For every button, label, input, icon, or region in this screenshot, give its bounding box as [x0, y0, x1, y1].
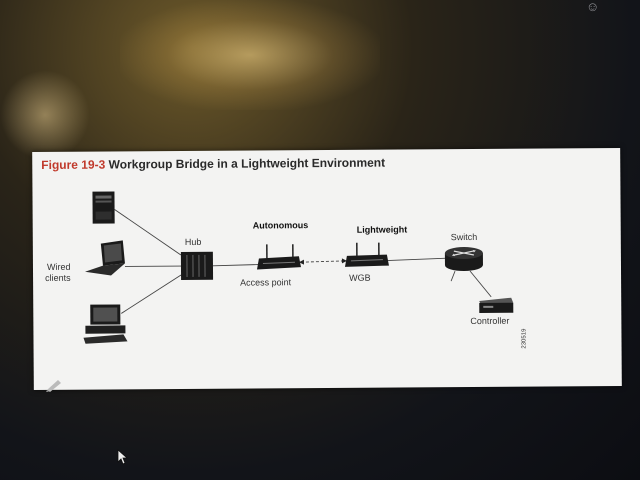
hub-icon [180, 251, 214, 281]
link-wgb-switch [386, 257, 447, 262]
link-switch-tail [450, 270, 456, 282]
arrow-right-icon [341, 258, 347, 264]
link-server-hub [114, 209, 182, 256]
people-icon: ☺ [586, 0, 600, 14]
access-point-icon [257, 244, 301, 270]
figure-panel: Figure 19-3 Workgroup Bridge in a Lightw… [32, 147, 622, 391]
server-tower-icon [92, 191, 115, 224]
wired-clients-label-2: clients [45, 273, 71, 283]
arrow-left-icon [298, 259, 304, 265]
link-switch-controller [469, 270, 492, 298]
light-glare-left [0, 70, 90, 160]
figure-id: 230519 [521, 328, 527, 349]
controller-icon [479, 297, 514, 313]
switch-label: Switch [451, 232, 478, 242]
wgb-label: WGB [349, 273, 371, 283]
link-ap-wgb-wireless [300, 260, 345, 263]
controller-label: Controller [470, 316, 509, 326]
autonomous-label: Autonomous [253, 220, 309, 230]
link-hub-ap [212, 264, 261, 267]
link-desktop-hub [121, 274, 182, 314]
router-switch-icon [444, 247, 483, 272]
mouse-cursor-icon [117, 449, 129, 465]
desktop-computer-icon [83, 304, 128, 344]
lightweight-label: Lightweight [357, 224, 408, 234]
access-point-label: Access point [240, 277, 292, 287]
laptop-icon [85, 240, 125, 276]
connection-lines [114, 209, 492, 314]
network-diagram: Wired clients Hub Autonomous Access poin… [45, 191, 528, 349]
wgb-icon [344, 242, 389, 267]
pen-icon [46, 380, 61, 392]
light-glare [120, 0, 380, 110]
wired-clients-label-1: Wired [47, 262, 71, 272]
hub-label: Hub [185, 237, 202, 247]
